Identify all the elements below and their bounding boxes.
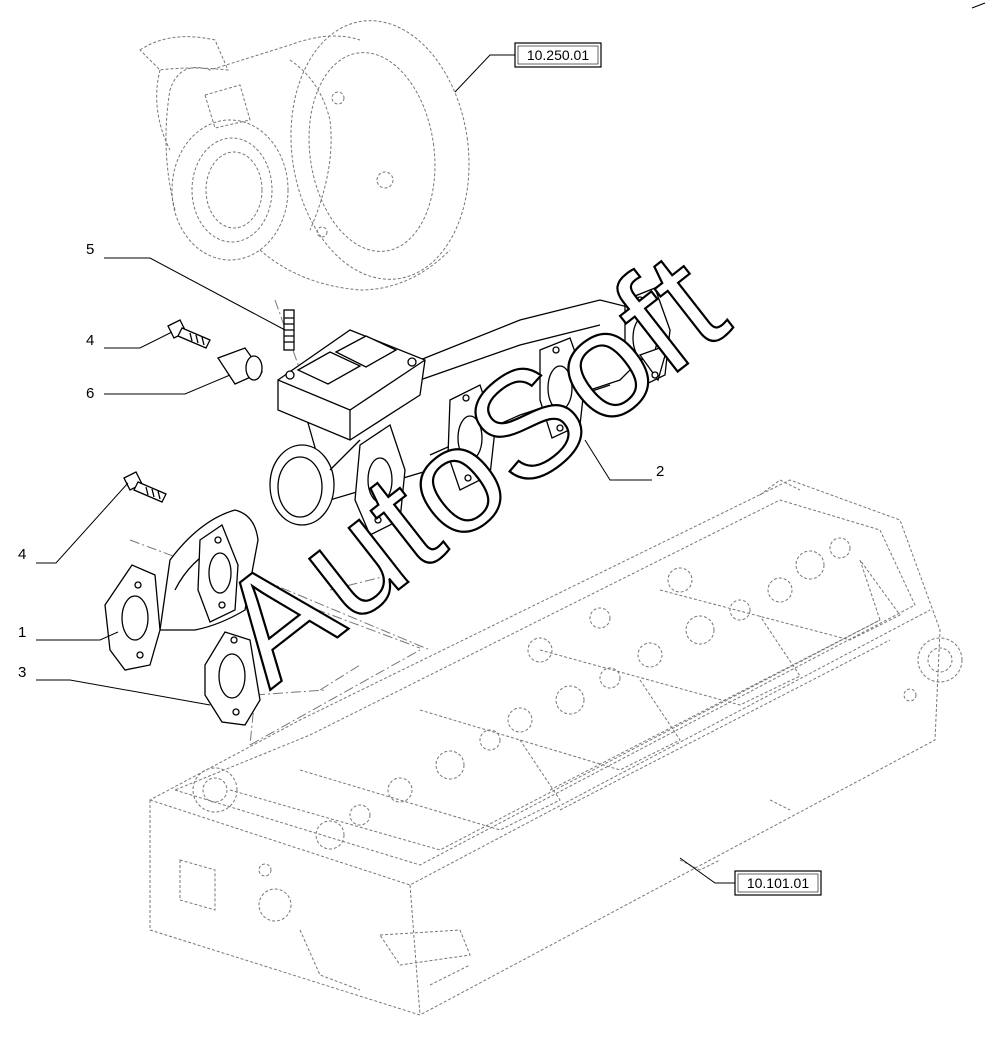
ref-box-turbocharger[interactable]: 10.250.01 <box>514 42 602 68</box>
cylinder-head-phantom <box>149 479 963 1016</box>
gasket <box>204 631 261 726</box>
callout-4-upper: 4 <box>86 332 94 349</box>
corner-mark <box>971 2 986 9</box>
ref-label-cylinder-head: 10.101.01 <box>747 875 809 891</box>
bolt-lower <box>123 471 167 503</box>
ref-box-cylinder-head[interactable]: 10.101.01 <box>734 870 822 896</box>
bolt-upper <box>167 319 211 349</box>
spacer-sleeve <box>217 347 263 385</box>
exhaust-manifold-front <box>104 509 259 671</box>
ref-label-turbocharger: 10.250.01 <box>527 47 589 63</box>
callout-numbers: 5 4 6 4 1 3 2 <box>18 241 664 681</box>
callout-5: 5 <box>86 241 94 258</box>
leader-lines <box>36 54 735 884</box>
callout-2: 2 <box>656 463 664 480</box>
callout-1: 1 <box>18 624 26 641</box>
callout-3: 3 <box>18 664 26 681</box>
turbocharger-phantom <box>139 20 470 291</box>
stud <box>283 309 295 351</box>
exhaust-manifold-rear <box>269 287 671 536</box>
callout-6: 6 <box>86 385 94 402</box>
watermark-autosoft: AutoSoft <box>186 219 755 715</box>
callout-4-lower: 4 <box>18 546 26 563</box>
